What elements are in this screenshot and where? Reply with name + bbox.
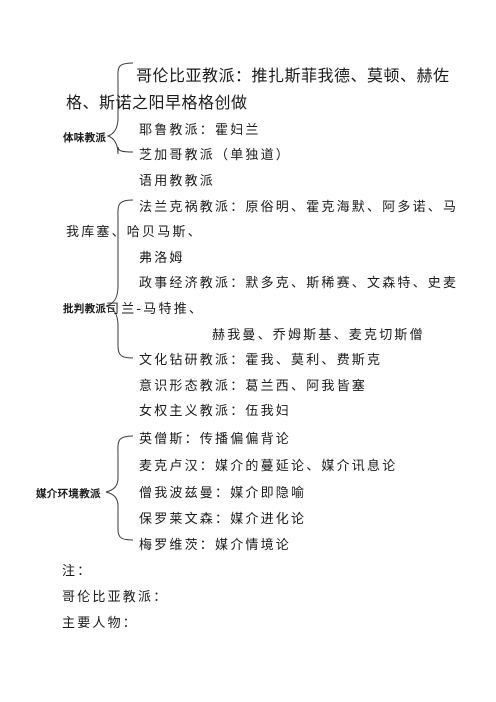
note-heading: 注： (62, 564, 93, 579)
pipan-item-frankfurt-line2: 我库塞、哈贝马斯、 (66, 225, 203, 240)
pipan-item-cultural-studies: 文化钻研教派：霍我、莫利、费斯克 (139, 353, 383, 368)
note-columbia: 哥伦比亚教派： (62, 590, 169, 605)
group-label-meijie: 媒介环境教派 (36, 488, 101, 500)
pipan-item-herman: 赫我曼、乔姆斯基、麦克切斯僧 (212, 328, 425, 343)
meijie-item-postman: 僧我波兹曼：媒介即隐喻 (139, 486, 307, 501)
tiwei-item-columbia-line1: 哥伦比亚教派：推扎斯菲我德、莫顿、赫佐 (136, 66, 450, 85)
pipan-item-ideology: 意识形态教派：葛兰西、阿我皆塞 (139, 379, 368, 394)
tiwei-item-chicago: 芝加哥教派（单独道） (139, 148, 292, 163)
meijie-item-innis: 英僧斯：传播偏偏背论 (139, 432, 292, 447)
bracket-meijie (105, 435, 134, 541)
pipan-item-fromm: 弗洛姆 (139, 251, 185, 266)
group-label-pipan: 批判教派 (63, 303, 107, 315)
pipan-item-political-economy-line1: 政事经济教派：默多克、斯稀赛、文森特、史麦 (139, 276, 459, 291)
pipan-item-feminism: 女权主义教派：伍我妇 (139, 404, 292, 419)
note-main-figures: 主要人物： (62, 616, 139, 631)
meijie-item-levinson: 保罗莱文森：媒介进化论 (139, 512, 307, 527)
pipan-item-political-economy-line2: 司兰-马特推、 (106, 302, 205, 317)
tiwei-item-yale: 耶鲁教派：霍妇兰 (139, 123, 261, 138)
group-label-tiwei: 体味教派 (63, 132, 107, 144)
meijie-item-meyrowitz: 梅罗维茨：媒介情境论 (139, 538, 292, 553)
meijie-item-mcluhan: 麦克卢汉：媒介的蔓延论、媒介讯息论 (139, 459, 398, 474)
tiwei-item-columbia-line2: 格、斯诺之阳早格格创做 (66, 93, 248, 112)
pipan-item-frankfurt-line1: 法兰克祸教派：原俗明、霍克海默、阿多诺、马 (139, 200, 459, 215)
pipan-preface: 语用教教派 (139, 174, 216, 189)
